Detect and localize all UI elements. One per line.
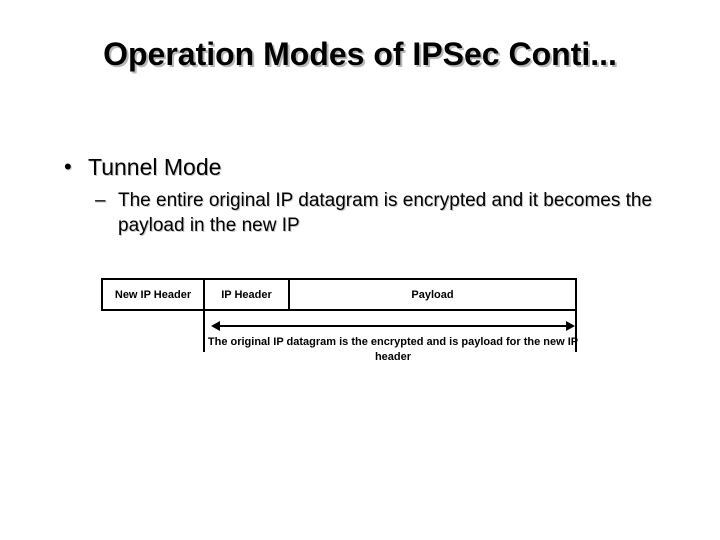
packet-cell-ip-header-label: IP Header — [221, 288, 272, 301]
extension-line-left — [203, 311, 205, 352]
packet-cell-ip-header: IP Header — [205, 280, 290, 309]
bullet-item-tunnel-mode: • Tunnel Mode — [60, 152, 680, 182]
diagram-annotation-label: The original IP datagram is the encrypte… — [207, 336, 579, 363]
packet-cell-payload: Payload — [290, 280, 575, 309]
arrow-shaft — [217, 325, 569, 327]
packet-cell-new-ip-header-label: New IP Header — [114, 288, 192, 301]
bullet-marker-icon: • — [64, 154, 72, 179]
extension-line-right — [575, 311, 577, 352]
tunnel-mode-packet-diagram: New IP Header IP Header Payload The orig… — [101, 278, 578, 363]
page-title: Operation Modes of IPSec Conti... — [103, 36, 617, 72]
packet-cell-new-ip-header: New IP Header — [103, 280, 205, 309]
dash-marker-icon: – — [95, 190, 106, 211]
arrow-head-right-icon — [566, 321, 575, 331]
span-double-arrow-icon — [211, 320, 575, 332]
sub-bullet-label-description: The entire original IP datagram is encry… — [118, 190, 653, 236]
bullet-label-tunnel-mode: Tunnel Mode — [88, 154, 222, 180]
sub-bullet-item-description: – The entire original IP datagram is enc… — [95, 188, 675, 238]
packet-cell-payload-label: Payload — [411, 288, 454, 301]
arrow-head-left-icon — [211, 321, 220, 331]
packet-structure-table: New IP Header IP Header Payload — [101, 278, 577, 311]
